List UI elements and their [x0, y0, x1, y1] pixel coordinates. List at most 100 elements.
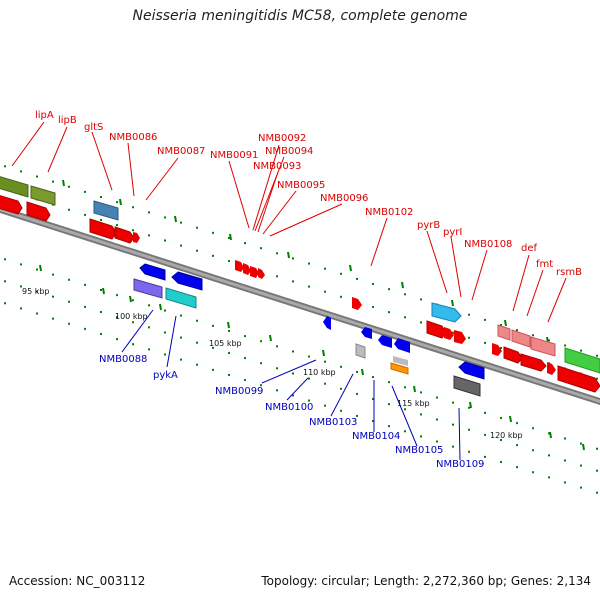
label-NMB0102[interactable]: NMB0102 — [365, 207, 413, 218]
label-NMB0087[interactable]: NMB0087 — [157, 146, 205, 157]
gene-NMB0102[interactable] — [352, 297, 362, 310]
track-dot — [36, 268, 38, 271]
track-dot — [340, 295, 342, 298]
label-NMB0091[interactable]: NMB0091 — [210, 150, 258, 161]
gene-NMB0087[interactable] — [114, 226, 135, 244]
scale-tick — [582, 443, 585, 451]
gene-def-red[interactable] — [492, 343, 502, 356]
label-NMB0105[interactable]: NMB0105 — [395, 445, 443, 456]
track-dot — [84, 190, 86, 193]
track-dot — [404, 316, 406, 319]
label-pyrB[interactable]: pyrB — [417, 220, 440, 231]
label-pykA[interactable]: pykA — [153, 370, 178, 381]
track-dot — [164, 309, 166, 312]
label-rsmB[interactable]: rsmB — [556, 267, 582, 278]
gene-NMB0087b[interactable] — [133, 232, 140, 243]
track-dot — [308, 377, 310, 380]
gene-green-right[interactable] — [564, 347, 600, 374]
gene-lipB-red[interactable] — [26, 201, 51, 222]
genome-summary-text: Topology: circular; Length: 2,272,360 bp… — [261, 574, 591, 588]
gene-lipA[interactable] — [0, 176, 29, 198]
gene-NMB0095[interactable] — [258, 268, 265, 279]
gene-pyrI[interactable] — [444, 327, 454, 340]
label-pyrI[interactable]: pyrI — [443, 227, 462, 238]
label-NMB0088[interactable]: NMB0088 — [99, 354, 147, 365]
gene-rsmB[interactable] — [530, 336, 556, 357]
track-dot — [4, 165, 6, 168]
gene-red-right[interactable] — [557, 365, 600, 393]
track-dot — [244, 242, 246, 245]
track-dot — [276, 252, 278, 255]
label-NMB0109[interactable]: NMB0109 — [436, 459, 484, 470]
label-NMB0096[interactable]: NMB0096 — [320, 193, 368, 204]
label-NMB0104[interactable]: NMB0104 — [352, 431, 400, 442]
gene-NMB0099[interactable] — [323, 316, 331, 330]
gene-NMB0105[interactable] — [393, 356, 408, 366]
gene-NMB0100[interactable] — [361, 327, 372, 339]
gene-pykA-b[interactable] — [165, 287, 197, 309]
track-dot — [532, 334, 534, 337]
track-dot — [260, 340, 262, 343]
scale-tick — [287, 251, 290, 259]
track-dot — [468, 428, 470, 431]
gene-NMB0109[interactable] — [458, 361, 485, 380]
label-NMB0086[interactable]: NMB0086 — [109, 132, 157, 143]
track-dot — [148, 326, 150, 329]
gene-def[interactable] — [497, 324, 511, 341]
gene-NMB0088[interactable] — [139, 263, 166, 281]
label-NMB0095[interactable]: NMB0095 — [277, 180, 325, 191]
track-dot — [324, 267, 326, 270]
gene-NMB0105b[interactable] — [390, 362, 409, 375]
track-dot — [212, 346, 214, 349]
track-dot — [388, 381, 390, 384]
label-NMB0092[interactable]: NMB0092 — [258, 133, 306, 144]
gene-NMB0108[interactable] — [454, 330, 466, 344]
gene-rsmB-tip[interactable] — [547, 362, 556, 375]
label-lipB[interactable]: lipB — [58, 115, 77, 126]
track-dot — [596, 377, 598, 380]
label-NMB0094[interactable]: NMB0094 — [265, 146, 313, 157]
scale-tick — [269, 334, 272, 342]
gene-lipB[interactable] — [30, 185, 56, 206]
track-dot — [420, 298, 422, 301]
label-NMB0108[interactable]: NMB0108 — [464, 239, 512, 250]
gene-NMB0093[interactable] — [243, 263, 251, 275]
gene-NMB0088b[interactable] — [133, 278, 163, 299]
gene-fmt[interactable] — [511, 329, 531, 348]
track-dot — [196, 226, 198, 229]
gene-fmt-red[interactable] — [503, 346, 523, 364]
track-dot — [228, 373, 230, 376]
label-fmt[interactable]: fmt — [536, 259, 553, 270]
gene-NMB0091[interactable] — [235, 260, 244, 272]
label-NMB0103[interactable]: NMB0103 — [309, 417, 357, 428]
label-NMB0093[interactable]: NMB0093 — [253, 161, 301, 172]
gene-NMB0086[interactable] — [89, 218, 117, 240]
track-dot — [580, 464, 582, 467]
track-dot — [52, 295, 54, 298]
label-NMB0099[interactable]: NMB0099 — [215, 386, 263, 397]
forward-labels: lipA lipB gltS NMB0086 NMB0087 NMB0091 N… — [35, 110, 582, 278]
gene-NMB0109b[interactable] — [453, 375, 481, 397]
gene-pyrB-red[interactable] — [426, 320, 447, 339]
label-lipA[interactable]: lipA — [35, 110, 54, 121]
track-dot — [564, 481, 566, 484]
gene-NMB0094[interactable] — [250, 266, 259, 278]
gene-NMB0104[interactable] — [378, 335, 392, 348]
track-dot — [164, 331, 166, 334]
gene-rsmB-red[interactable] — [520, 353, 547, 372]
gene-NMB0103[interactable] — [355, 343, 366, 359]
gene-pyrB[interactable] — [431, 302, 462, 323]
track-dot — [356, 392, 358, 395]
track-dot — [356, 370, 358, 373]
label-gltS[interactable]: gltS — [84, 122, 103, 133]
track-dot — [516, 444, 518, 447]
label-NMB0100[interactable]: NMB0100 — [265, 402, 313, 413]
gene-gltS[interactable] — [93, 200, 119, 221]
label-def[interactable]: def — [521, 243, 538, 254]
gene-lipA-red[interactable] — [0, 195, 23, 215]
track-dot — [20, 263, 22, 266]
gene-pykA[interactable] — [171, 271, 203, 291]
gene-NMB0104b[interactable] — [394, 338, 410, 353]
track-dot — [484, 318, 486, 321]
